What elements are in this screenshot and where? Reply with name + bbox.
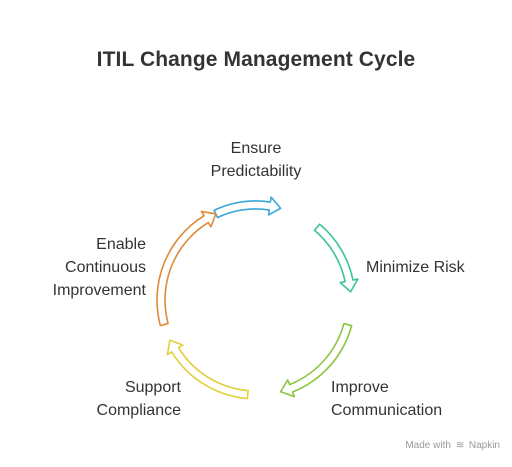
cycle-label-line: Ensure [230,140,282,157]
page-title: ITIL Change Management Cycle [96,48,416,71]
cycle-label-line: Enable [96,236,146,253]
cycle-label-line: Support [124,379,181,396]
cycle-arrow-compliance [166,339,249,400]
watermark-brand: Napkin [468,440,500,451]
cycle-label-line: Communication [331,402,443,419]
cycle-arrow-communication [279,322,353,398]
cycle-arrow-risk [313,223,359,293]
cycle-label-risk: Minimize Risk [366,256,465,279]
cycle-label-line: Minimize Risk [366,259,465,276]
cycle-label-compliance: Support Compliance [97,376,181,422]
napkin-logo-icon: ≋ [455,440,465,451]
cycle-arrow-improvement [156,210,217,327]
cycle-arrow-predictability [213,196,282,219]
made-with-napkin-watermark: Made with ≋ Napkin [405,440,500,451]
cycle-label-predictability: Ensure Predictability [211,137,302,183]
cycle-label-line: Continuous [65,259,146,276]
cycle-label-line: Compliance [96,402,181,419]
watermark-prefix: Made with [405,440,451,451]
cycle-label-line: Improve [331,379,389,396]
cycle-label-improvement: Enable Continuous Improvement [53,233,146,302]
cycle-label-line: Predictability [210,163,302,180]
cycle-label-communication: Improve Communication [331,376,442,422]
cycle-label-line: Improvement [52,282,146,299]
